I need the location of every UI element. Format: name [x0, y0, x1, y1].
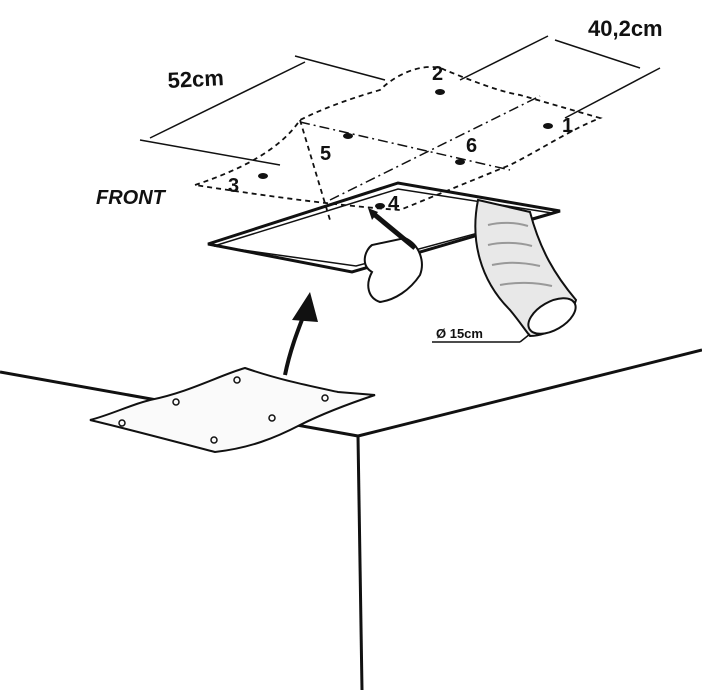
marker-label-3: 3: [228, 175, 239, 197]
depth-dimension-label: 52cm: [167, 65, 225, 93]
screw-markers: [258, 89, 553, 209]
front-label: FRONT: [96, 187, 167, 209]
hood-outline-dashed: [194, 66, 603, 221]
center-lines: [299, 95, 541, 201]
hand-with-pencil-icon: [363, 208, 423, 304]
duct-diameter-label: Ø 15cm: [436, 326, 483, 341]
lift-arrow: [283, 292, 318, 376]
marker-label-2: 2: [432, 63, 443, 85]
marker-label-5: 5: [320, 143, 331, 165]
mounting-template-sheet: [89, 366, 376, 454]
marker-label-6: 6: [466, 135, 477, 157]
width-dimension-label: 40,2cm: [588, 16, 663, 41]
marker-label-1: 1: [562, 115, 573, 137]
marker-label-4: 4: [388, 193, 400, 215]
flexible-duct: [474, 198, 578, 338]
duct-diameter-leader: [432, 333, 531, 343]
dimension-lines: [139, 35, 661, 166]
